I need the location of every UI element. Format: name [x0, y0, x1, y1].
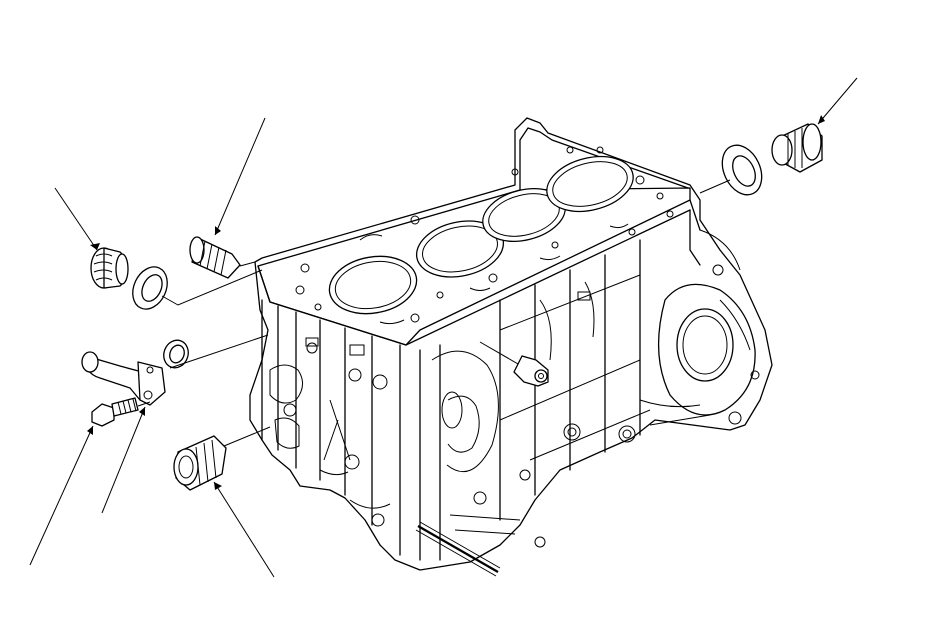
- plug-right-top: [771, 123, 823, 173]
- washer-left-top: [132, 266, 168, 310]
- cylinder-bores: [328, 155, 634, 315]
- plug-left-bottom: [173, 435, 227, 491]
- rear-face: [639, 199, 760, 426]
- engine-block: [249, 117, 773, 577]
- side-face: [405, 209, 691, 561]
- washer-right-top: [721, 144, 763, 196]
- flange-bolt: [91, 397, 139, 427]
- o-ring: [163, 339, 189, 369]
- dipstick-tube: [417, 525, 499, 573]
- deck-holes: [295, 146, 674, 325]
- plug-left-top: [90, 247, 129, 289]
- hose-fitting: [81, 351, 166, 406]
- plug-left-mid: [189, 236, 241, 279]
- front-face: [261, 299, 401, 556]
- oil-pressure-sensor: [479, 341, 549, 387]
